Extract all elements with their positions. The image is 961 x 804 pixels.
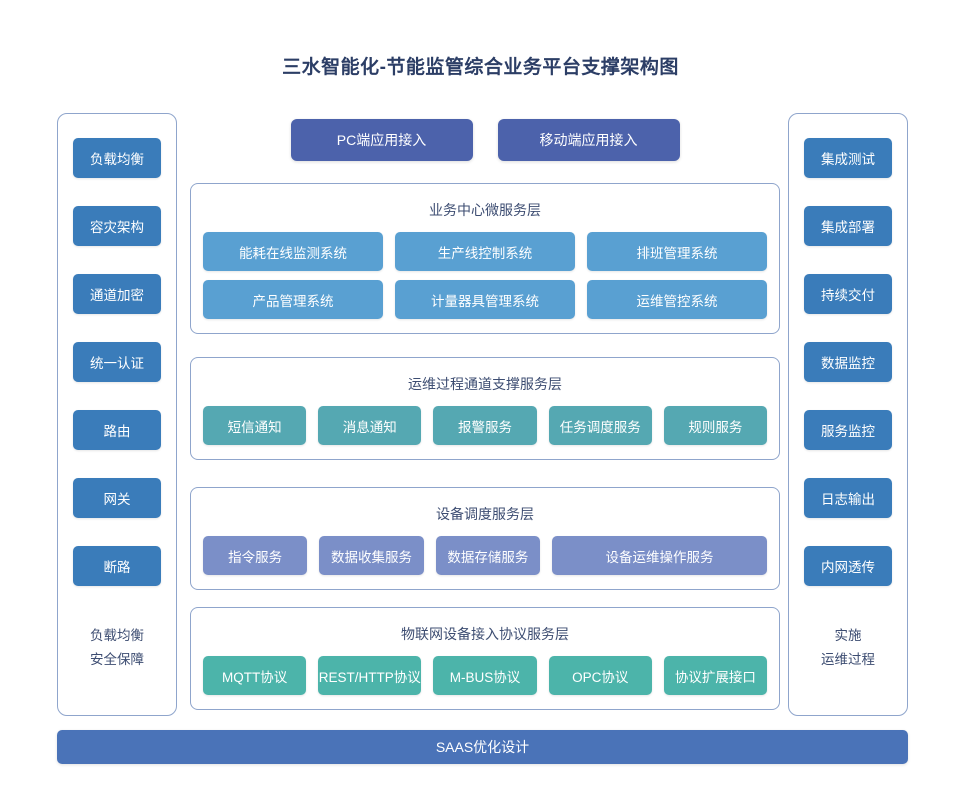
layer-business-row-2: 产品管理系统 计量器具管理系统 运维管控系统 bbox=[203, 280, 767, 319]
chip-shift-management-system[interactable]: 排班管理系统 bbox=[587, 232, 767, 271]
right-footer-line-1: 实施 bbox=[834, 628, 862, 643]
layer-business-title: 业务中心微服务层 bbox=[429, 202, 541, 218]
right-chip-intranet-tunnel[interactable]: 内网透传 bbox=[804, 546, 892, 586]
saas-optimization-bar: SAAS优化设计 bbox=[57, 730, 908, 764]
left-chip-load-balance[interactable]: 负载均衡 bbox=[73, 138, 161, 178]
left-footer-line-2: 安全保障 bbox=[90, 651, 144, 667]
chip-device-ops-operation-service[interactable]: 设备运维操作服务 bbox=[552, 536, 767, 575]
mobile-access-button[interactable]: 移动端应用接入 bbox=[497, 119, 680, 161]
right-chip-service-monitoring[interactable]: 服务监控 bbox=[804, 410, 892, 450]
chip-protocol-extension-interface[interactable]: 协议扩展接口 bbox=[663, 656, 768, 695]
right-chip-log-output[interactable]: 日志输出 bbox=[804, 478, 892, 518]
chip-sms-notification[interactable]: 短信通知 bbox=[203, 406, 307, 445]
layer-device-row-1: 指令服务 数据收集服务 数据存储服务 设备运维操作服务 bbox=[203, 536, 767, 575]
layer-ops-row-1: 短信通知 消息通知 报警服务 任务调度服务 规则服务 bbox=[203, 406, 768, 445]
right-footer-line-2: 运维过程 bbox=[821, 651, 875, 667]
layer-device-scheduling: 设备调度服务层 指令服务 数据收集服务 数据存储服务 设备运维操作服务 bbox=[190, 487, 780, 590]
left-chip-circuit-breaker[interactable]: 断路 bbox=[73, 546, 161, 586]
right-support-column: 集成测试 集成部署 持续交付 数据监控 服务监控 日志输出 内网透传 实施 运维… bbox=[788, 113, 908, 716]
layer-business-row-1: 能耗在线监测系统 生产线控制系统 排班管理系统 bbox=[203, 232, 767, 271]
chip-data-collection-service[interactable]: 数据收集服务 bbox=[319, 536, 424, 575]
chip-product-management-system[interactable]: 产品管理系统 bbox=[203, 280, 383, 319]
chip-message-notification[interactable]: 消息通知 bbox=[318, 406, 422, 445]
left-chip-gateway[interactable]: 网关 bbox=[73, 478, 161, 518]
left-chip-channel-encryption[interactable]: 通道加密 bbox=[73, 274, 161, 314]
chip-data-storage-service[interactable]: 数据存储服务 bbox=[435, 536, 541, 575]
left-column-footer: 负载均衡 安全保障 bbox=[90, 624, 144, 671]
chip-energy-monitoring-system[interactable]: 能耗在线监测系统 bbox=[203, 232, 383, 271]
right-chip-integration-deploy[interactable]: 集成部署 bbox=[804, 206, 892, 246]
right-chip-continuous-delivery[interactable]: 持续交付 bbox=[804, 274, 892, 314]
right-chip-data-monitoring[interactable]: 数据监控 bbox=[804, 342, 892, 382]
left-chip-routing[interactable]: 路由 bbox=[73, 410, 161, 450]
chip-ops-control-system[interactable]: 运维管控系统 bbox=[587, 280, 767, 319]
layer-ops-title: 运维过程通道支撑服务层 bbox=[408, 376, 562, 392]
left-footer-line-1: 负载均衡 bbox=[90, 628, 144, 643]
chip-alarm-service[interactable]: 报警服务 bbox=[433, 406, 537, 445]
layer-device-title: 设备调度服务层 bbox=[436, 506, 534, 522]
layer-business-microservices: 业务中心微服务层 能耗在线监测系统 生产线控制系统 排班管理系统 产品管理系统 … bbox=[190, 183, 780, 334]
chip-rule-service[interactable]: 规则服务 bbox=[663, 406, 768, 445]
chip-mqtt-protocol[interactable]: MQTT协议 bbox=[203, 656, 307, 695]
left-chip-disaster-recovery[interactable]: 容灾架构 bbox=[73, 206, 161, 246]
chip-rest-http-protocol[interactable]: REST/HTTP协议 bbox=[318, 656, 422, 695]
layer-iot-title: 物联网设备接入协议服务层 bbox=[401, 626, 569, 642]
chip-metering-device-management-system[interactable]: 计量器具管理系统 bbox=[395, 280, 575, 319]
page-title: 三水智能化-节能监管综合业务平台支撑架构图 bbox=[282, 57, 679, 78]
chip-production-line-control-system[interactable]: 生产线控制系统 bbox=[395, 232, 575, 271]
left-chip-unified-auth[interactable]: 统一认证 bbox=[73, 342, 161, 382]
left-support-column: 负载均衡 容灾架构 通道加密 统一认证 路由 网关 断路 负载均衡 安全保障 bbox=[57, 113, 177, 716]
top-access-buttons: PC端应用接入 移动端应用接入 bbox=[190, 119, 780, 161]
chip-task-scheduling-service[interactable]: 任务调度服务 bbox=[548, 406, 652, 445]
chip-mbus-protocol[interactable]: M-BUS协议 bbox=[433, 656, 537, 695]
layer-ops-channel-support: 运维过程通道支撑服务层 短信通知 消息通知 报警服务 任务调度服务 规则服务 bbox=[190, 357, 780, 460]
chip-command-service[interactable]: 指令服务 bbox=[203, 536, 308, 575]
right-chip-integration-test[interactable]: 集成测试 bbox=[804, 138, 892, 178]
right-column-footer: 实施 运维过程 bbox=[821, 624, 875, 671]
pc-access-button[interactable]: PC端应用接入 bbox=[290, 119, 473, 161]
layer-iot-row-1: MQTT协议 REST/HTTP协议 M-BUS协议 OPC协议 协议扩展接口 bbox=[203, 656, 768, 695]
layer-iot-protocol-access: 物联网设备接入协议服务层 MQTT协议 REST/HTTP协议 M-BUS协议 … bbox=[190, 607, 780, 710]
chip-opc-protocol[interactable]: OPC协议 bbox=[548, 656, 652, 695]
